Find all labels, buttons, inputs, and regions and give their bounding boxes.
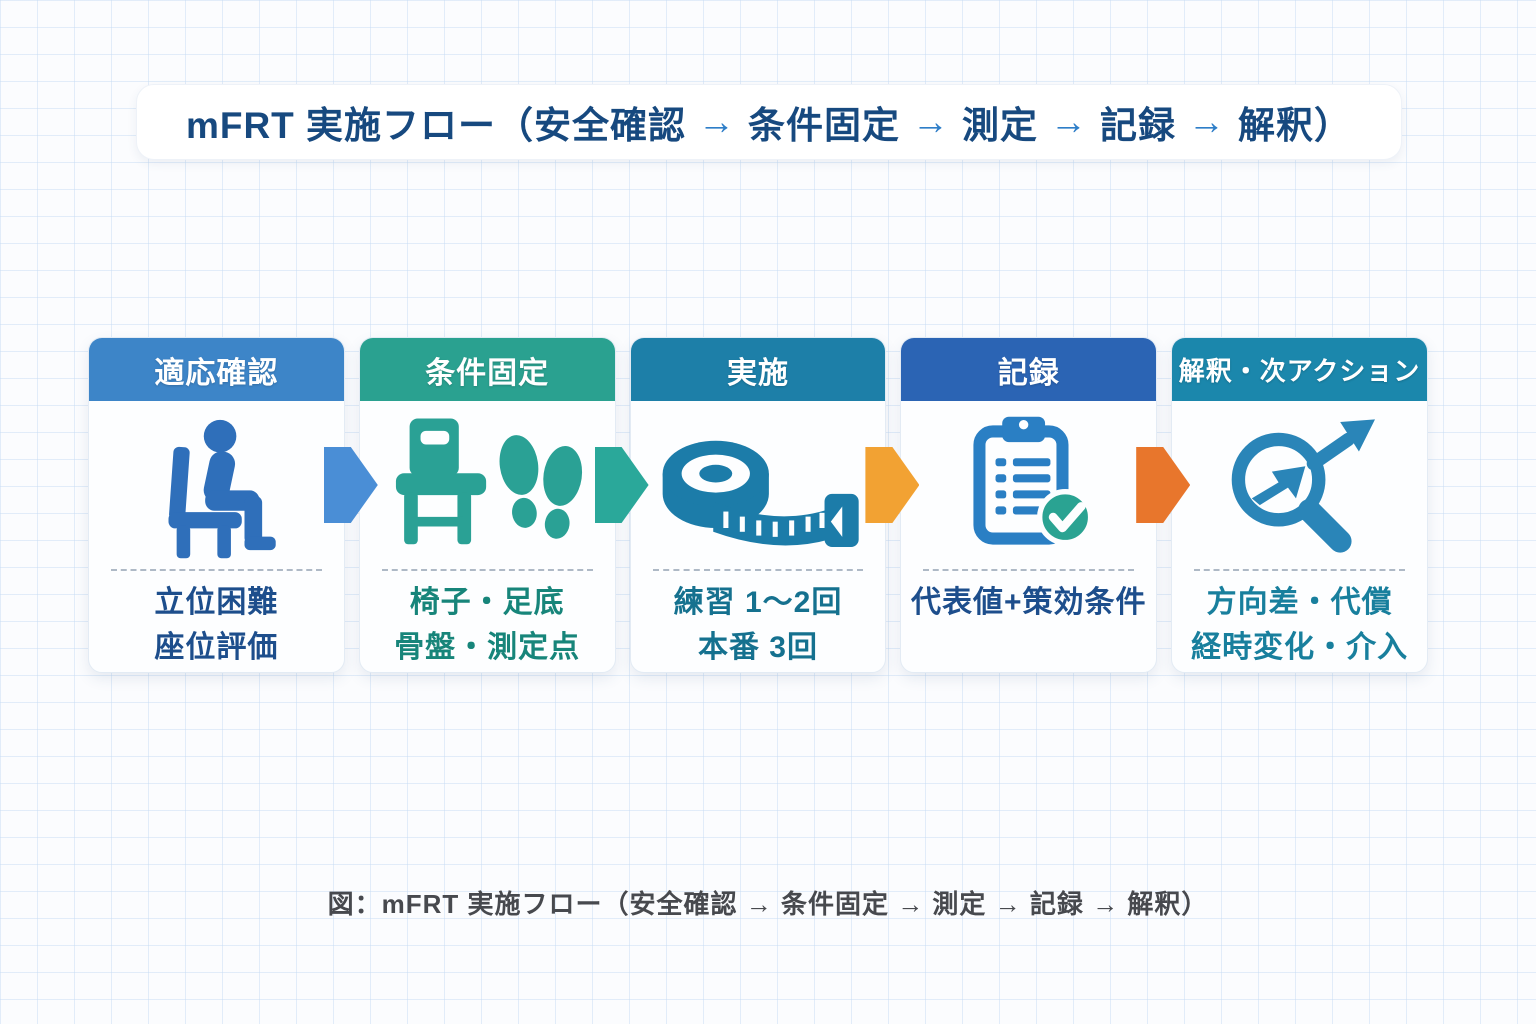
chair-footprints-icon (360, 401, 615, 569)
page-title: mFRT 実施フロー（安全確認 → 条件固定 → 測定 → 記録 → 解釈） (186, 95, 1352, 149)
flow-arrow-glyph: → (1050, 101, 1089, 142)
card-note-line: 練習 1～2回 (673, 586, 843, 619)
card-note-line: 椅子・足底 (409, 586, 565, 619)
card-notes: 方向差・代償 経時変化・介入 (1172, 571, 1427, 670)
card-header: 記録 (901, 338, 1157, 401)
title-segment: 測定 (962, 105, 1039, 146)
flow-arrow-glyph: → (698, 101, 737, 142)
card-divider (1194, 569, 1405, 571)
person-seated-icon (89, 401, 344, 569)
flow-steps-row: 適応確認 立位困難 座位評価 (88, 337, 1428, 673)
card-header: 実施 (630, 338, 886, 401)
figure-caption: 図：mFRT 実施フロー（安全確認 → 条件固定 → 測定 → 記録 → 解釈） (327, 889, 1209, 919)
card-header: 解釈・次アクション (1172, 338, 1427, 401)
measuring-tape-icon (631, 401, 886, 569)
card-divider (923, 569, 1135, 571)
title-segment: 条件固定 (748, 105, 901, 146)
card-note-line: 座位評価 (154, 631, 279, 664)
card-note-line: 骨盤・測定点 (394, 631, 581, 664)
flow-step-card-recording: 記録 代表値+策効条件 (900, 337, 1191, 673)
title-segment: 解釈） (1238, 105, 1353, 146)
card-note-line: 立位困難 (154, 586, 279, 619)
magnifier-trend-icon (1172, 401, 1427, 569)
card-divider (381, 569, 593, 571)
card-note-line: 代表値+策効条件 (911, 586, 1147, 619)
clipboard-check-icon (901, 401, 1156, 569)
card-notes: 立位困難 座位評価 (89, 571, 344, 670)
card-note-line: 方向差・代償 (1206, 586, 1393, 619)
card-divider (111, 569, 322, 571)
card-note-line: 本番 3回 (697, 631, 818, 664)
title-segment: 記録 (1100, 105, 1177, 146)
card-notes: 椅子・足底 骨盤・測定点 (360, 571, 615, 670)
flow-arrow-glyph: → (1188, 101, 1227, 142)
title-banner: mFRT 実施フロー（安全確認 → 条件固定 → 測定 → 記録 → 解釈） (136, 84, 1402, 160)
card-notes: 代表値+策効条件 (901, 571, 1156, 625)
flow-step-card-interpretation: 解釈・次アクション 方向差・代償 経時変化・介入 (1171, 337, 1428, 673)
title-segment: mFRT 実施フロー（安全確認 (185, 105, 687, 146)
flow-arrow-glyph: → (912, 101, 951, 142)
card-header: 条件固定 (359, 338, 615, 401)
card-divider (652, 569, 864, 571)
card-note-line: 経時変化・介入 (1191, 631, 1409, 664)
flow-step-card-execution: 実施 (629, 337, 920, 673)
flow-step-card-conditions: 条件固定 椅子・足底 骨盤・測定点 (358, 337, 649, 673)
card-header: 適応確認 (89, 338, 344, 401)
card-notes: 練習 1～2回 本番 3回 (631, 571, 886, 670)
flow-step-card-adaptation: 適応確認 立位困難 座位評価 (88, 337, 378, 673)
